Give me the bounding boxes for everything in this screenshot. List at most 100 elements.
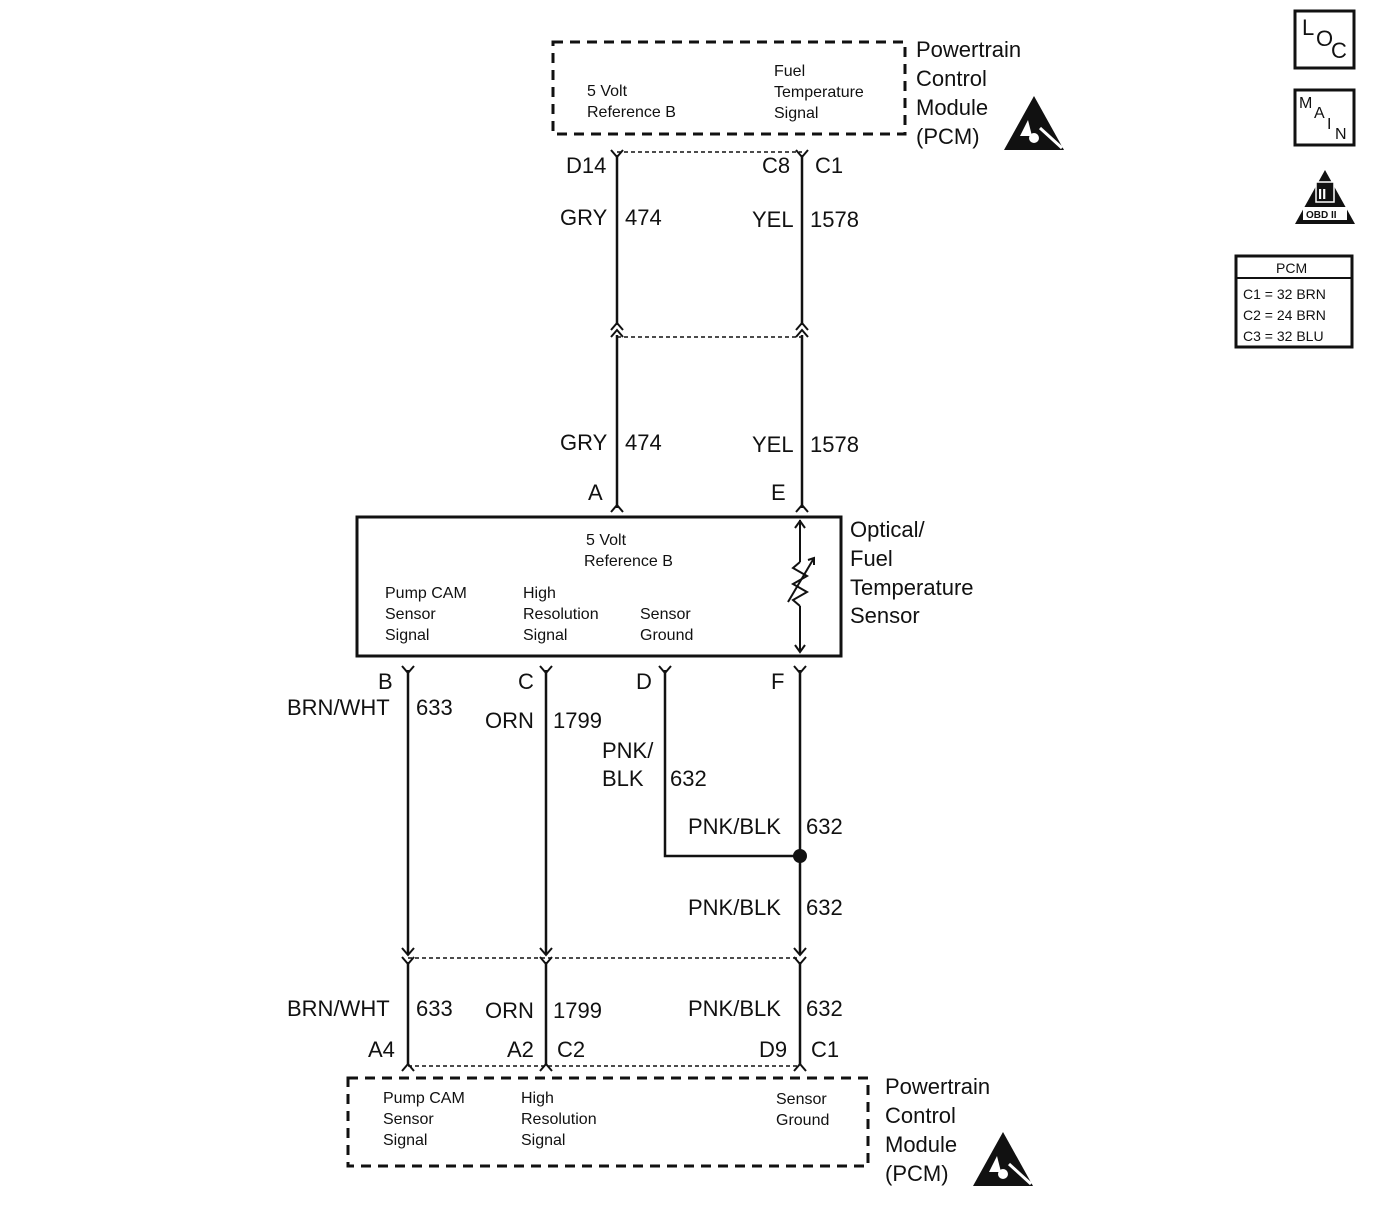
pcm-top-title-line3: Module	[916, 95, 988, 120]
obd-ii-icon: II OBD II	[1295, 170, 1355, 224]
sensor-pin-f: F	[771, 669, 784, 694]
inline-connector-bottom	[401, 956, 807, 966]
sensor-high-res-line3: Signal	[523, 627, 567, 644]
sensor-pump-cam-line3: Signal	[385, 627, 429, 644]
wire-orn-circuit-lower: 1799	[553, 998, 602, 1023]
pin-c8: C8	[762, 153, 790, 178]
pcm-top-title-line4: (PCM)	[916, 124, 980, 149]
wire-yel-color-top: YEL	[752, 207, 794, 232]
pcm-table-row-3: C3 = 32 BLU	[1243, 328, 1324, 344]
sensor-ground-line1: Sensor	[640, 606, 691, 623]
pcm-top-ref-b-line1: 5 Volt	[587, 83, 628, 100]
esd-warning-icon	[1002, 94, 1066, 152]
pcm-top-fuel-temp-line1: Fuel	[774, 63, 805, 80]
pcm-bottom-ground-line1: Sensor	[776, 1091, 827, 1108]
pin-a4: A4	[368, 1037, 395, 1062]
wire-gry-color-top: GRY	[560, 205, 608, 230]
pin-c2: C2	[557, 1037, 585, 1062]
wire-gry-color-lower: GRY	[560, 430, 608, 455]
sensor-ground-line2: Ground	[640, 627, 693, 644]
wire-pnkblk-split-2: BLK	[602, 766, 644, 791]
wire-pnkblk-632-f: PNK/BLK 632 PNK/BLK 632	[688, 670, 843, 957]
wire-pnkblk-split-1: PNK/	[602, 738, 654, 763]
sensor-high-res-line1: High	[523, 585, 556, 602]
pcm-bottom-title-line4: (PCM)	[885, 1161, 949, 1186]
pcm-bottom-high-res-line2: Resolution	[521, 1111, 597, 1128]
pcm-connector-table: PCM C1 = 32 BRN C2 = 24 BRN C3 = 32 BLU	[1234, 254, 1354, 349]
sensor-pin-e: E	[771, 480, 786, 505]
pcm-bottom-high-res-line3: Signal	[521, 1132, 565, 1149]
sensor-pin-d: D	[636, 669, 652, 694]
wire-pnkblk-circuit-splice: 632	[806, 895, 843, 920]
sensor-title-line4: Sensor	[850, 603, 920, 628]
pin-c1-top: C1	[815, 153, 843, 178]
wire-gry-474-lower: GRY 474	[560, 335, 662, 508]
pcm-top-ref-b-line2: Reference B	[587, 104, 676, 121]
sensor-pin-c: C	[518, 669, 534, 694]
wire-gry-circuit-lower: 474	[625, 430, 662, 455]
sensor-box	[355, 515, 843, 658]
pcm-bottom-title-line3: Module	[885, 1132, 957, 1157]
inline-connector-top	[610, 321, 809, 338]
wire-yel-color-lower: YEL	[752, 432, 794, 457]
sensor-title-line1: Optical/	[850, 517, 925, 542]
wire-pnkblk-circuit-f: 632	[806, 814, 843, 839]
pcm-top-title-line2: Control	[916, 66, 987, 91]
pcm-table-header: PCM	[1276, 260, 1307, 276]
loc-icon: L O C	[1293, 9, 1356, 70]
wire-pnkblk-632-d: PNK/ BLK 632	[602, 670, 800, 858]
pcm-bottom-title-line1: Powertrain	[885, 1074, 990, 1099]
wire-yel-1578-lower: YEL 1578	[752, 335, 859, 508]
wire-gry-474: GRY 474	[560, 155, 662, 325]
pcm-top-box	[551, 40, 907, 136]
sensor-pump-cam-line1: Pump CAM	[385, 585, 467, 602]
sensor-title-line2: Fuel	[850, 546, 893, 571]
svg-text:A: A	[1314, 105, 1325, 122]
pcm-bottom-box	[346, 1076, 870, 1168]
svg-text:M: M	[1299, 95, 1312, 112]
wire-brnwht-color-lower: BRN/WHT	[287, 996, 390, 1021]
wire-pnkblk-color-lower: PNK/BLK	[688, 996, 781, 1021]
sensor-ref-b-line2: Reference B	[584, 553, 673, 570]
svg-text:II: II	[1318, 186, 1326, 203]
pcm-top: 5 Volt Reference B Fuel Temperature Sign…	[551, 37, 1066, 152]
esd-warning-icon	[971, 1130, 1035, 1188]
thermistor-icon	[787, 519, 815, 654]
svg-text:O: O	[1316, 26, 1333, 51]
wire-pnkblk-circuit-d: 632	[670, 766, 707, 791]
wire-brnwht-633: BRN/WHT 633	[287, 670, 453, 957]
wire-brnwht-circuit-lower: 633	[416, 996, 453, 1021]
pcm-bottom-pump-cam-line2: Sensor	[383, 1111, 434, 1128]
wire-brnwht-circuit-upper: 633	[416, 695, 453, 720]
main-icon: M A I N	[1293, 88, 1356, 147]
svg-text:OBD II: OBD II	[1306, 210, 1337, 221]
sensor-pin-b: B	[378, 669, 393, 694]
wire-yel-circuit-lower: 1578	[810, 432, 859, 457]
wire-orn-color-upper: ORN	[485, 708, 534, 733]
pcm-bottom: Pump CAM Sensor Signal High Resolution S…	[346, 1074, 1035, 1188]
pin-d9: D9	[759, 1037, 787, 1062]
wire-orn-color-lower: ORN	[485, 998, 534, 1023]
pcm-table-row-1: C1 = 32 BRN	[1243, 286, 1326, 302]
pcm-table-row-2: C2 = 24 BRN	[1243, 307, 1326, 323]
pcm-bottom-pump-cam-line1: Pump CAM	[383, 1090, 465, 1107]
pcm-bottom-pump-cam-line3: Signal	[383, 1132, 427, 1149]
pcm-bottom-title-line2: Control	[885, 1103, 956, 1128]
sensor-bottom-pins: B C D F	[378, 665, 807, 694]
svg-text:L: L	[1302, 15, 1314, 40]
pcm-bottom-ground-line2: Ground	[776, 1112, 829, 1129]
splice-dot	[793, 849, 807, 863]
wire-gry-circuit-top: 474	[625, 205, 662, 230]
pin-c1-bottom: C1	[811, 1037, 839, 1062]
sensor-high-res-line2: Resolution	[523, 606, 599, 623]
pcm-top-fuel-temp-line2: Temperature	[774, 84, 864, 101]
lower-wires: BRN/WHT 633 ORN 1799 PNK/BLK 632	[287, 962, 843, 1065]
pcm-top-title-line1: Powertrain	[916, 37, 1021, 62]
sensor-ref-b-line1: 5 Volt	[586, 532, 627, 549]
bottom-connector: A4 A2 C2 D9 C1	[368, 1037, 839, 1072]
wire-yel-circuit-top: 1578	[810, 207, 859, 232]
wire-brnwht-color-upper: BRN/WHT	[287, 695, 390, 720]
wire-orn-circuit-upper: 1799	[553, 708, 602, 733]
wire-yel-1578: YEL 1578	[752, 155, 859, 325]
